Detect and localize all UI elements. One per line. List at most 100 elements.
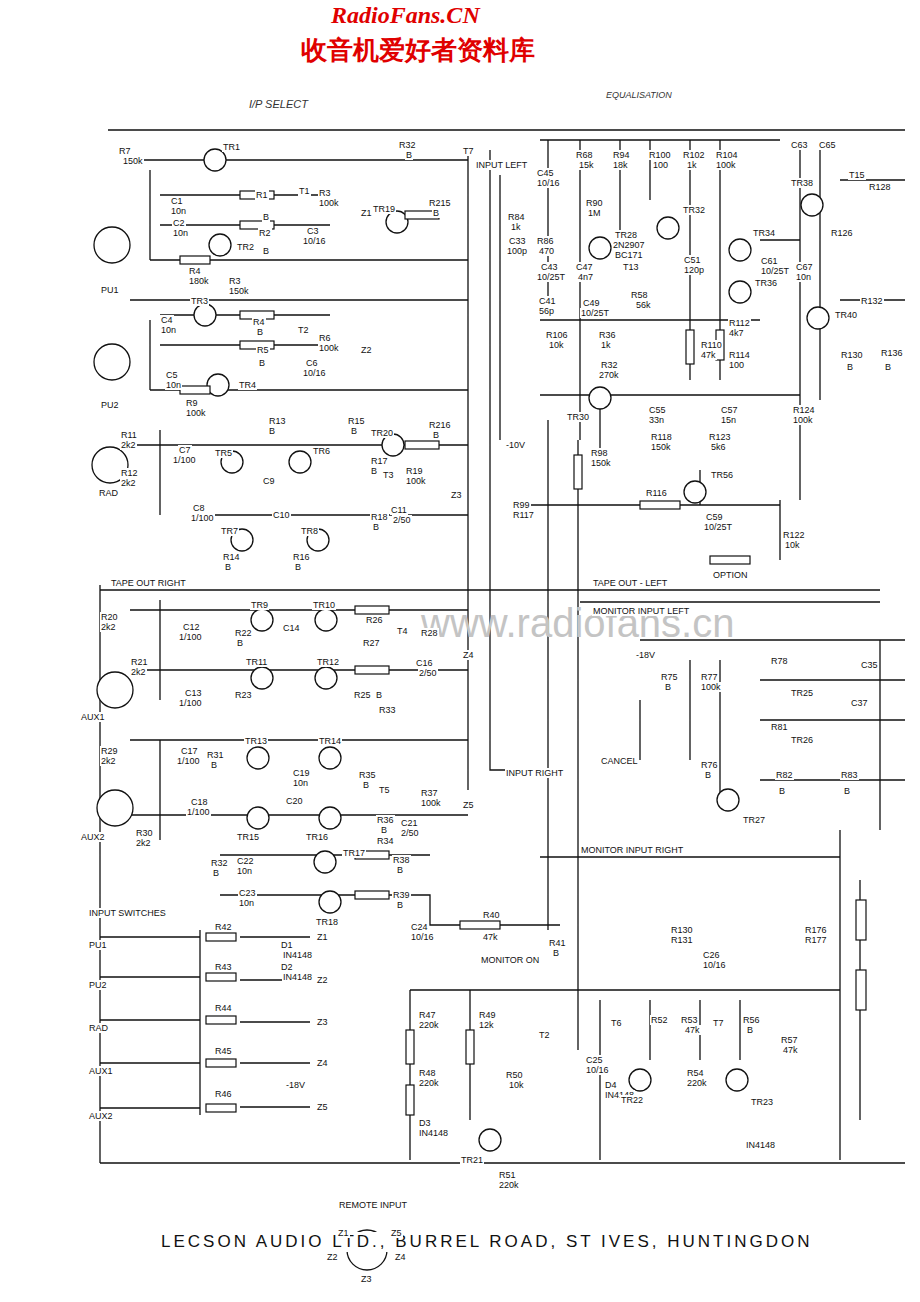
- component-label: B: [362, 780, 370, 790]
- component-label: B: [396, 900, 404, 910]
- maker-address: LECSON AUDIO LTD., BURREL ROAD, ST IVES,…: [160, 1232, 813, 1252]
- component-label: 10k: [548, 340, 565, 350]
- component-label: R53: [680, 1015, 699, 1025]
- component-label: C14: [282, 623, 301, 633]
- component-label: R13: [268, 416, 287, 426]
- component-label: T15: [848, 170, 866, 180]
- component-label: T1: [298, 186, 311, 196]
- component-label: R42: [214, 922, 233, 932]
- handwritten-note: EQUALISATION: [605, 90, 673, 100]
- component-label: C10: [272, 510, 291, 520]
- din-socket: [97, 672, 133, 708]
- component-label: B: [262, 246, 270, 256]
- component-label: 10/16: [702, 960, 727, 970]
- component-label: R36: [376, 815, 395, 825]
- component-label: R21: [130, 657, 149, 667]
- component-label: R215: [428, 198, 452, 208]
- component-label: C59: [705, 512, 724, 522]
- component-label: R177: [804, 935, 828, 945]
- component-label: R6: [318, 333, 332, 343]
- component-label: 33n: [648, 415, 665, 425]
- component-label: BC171: [614, 250, 644, 260]
- component-label: 1/100: [190, 513, 215, 523]
- component-label: R2: [258, 228, 272, 238]
- component-label: R116: [645, 488, 668, 498]
- component-label: B: [778, 786, 786, 796]
- component-label: R20: [100, 612, 119, 622]
- component-label: R45: [214, 1046, 233, 1056]
- component-label: 100: [652, 160, 669, 170]
- resistor-symbol: [206, 1104, 236, 1112]
- component-label: 10n: [236, 866, 253, 876]
- component-label: R35: [358, 770, 377, 780]
- component-label: 100k: [185, 408, 207, 418]
- component-label: R106: [545, 330, 569, 340]
- component-label: C45: [536, 168, 555, 178]
- component-label: R136: [880, 348, 904, 358]
- component-label: R1: [255, 190, 269, 200]
- component-label: TR32: [682, 205, 706, 215]
- component-label: R76: [700, 760, 719, 770]
- resistor-symbol: [856, 900, 866, 940]
- component-label: TR56: [710, 470, 734, 480]
- component-label: R75: [660, 672, 679, 682]
- resistor-symbol: [466, 1030, 474, 1064]
- component-label: C51: [683, 255, 702, 265]
- component-label: C18: [190, 797, 209, 807]
- component-label: 470: [538, 246, 555, 256]
- component-label: 2/50: [400, 828, 420, 838]
- component-label: C35: [860, 660, 879, 670]
- component-label: INPUT SWITCHES: [88, 908, 167, 918]
- component-label: B: [236, 638, 244, 648]
- component-label: 4k7: [728, 328, 745, 338]
- component-label: R102: [682, 150, 706, 160]
- component-label: R4: [252, 317, 266, 327]
- component-label: R47: [418, 1010, 437, 1020]
- component-label: T6: [610, 1018, 623, 1028]
- component-label: R54: [686, 1068, 705, 1078]
- component-label: TAPE OUT RIGHT: [110, 578, 187, 588]
- component-label: TR8: [300, 526, 319, 536]
- handwritten-note: I/P SELECT: [248, 98, 309, 111]
- component-label: 10n: [292, 778, 309, 788]
- transistor-symbol: [589, 237, 611, 259]
- component-label: T7: [712, 1018, 725, 1028]
- component-label: R118: [650, 432, 673, 442]
- component-label: PU1: [100, 285, 120, 295]
- component-label: R29: [100, 746, 119, 756]
- component-label: R68: [575, 150, 594, 160]
- component-label: TR9: [250, 600, 269, 610]
- transistor-symbol: [319, 747, 341, 769]
- component-label: B: [258, 358, 266, 368]
- component-label: C20: [285, 796, 304, 806]
- component-label: 10n: [170, 206, 187, 216]
- transistor-symbols: [194, 149, 829, 1151]
- component-label: 56p: [538, 306, 555, 316]
- din-socket: [97, 790, 133, 826]
- component-label: 10/16: [302, 368, 327, 378]
- component-label: 56k: [635, 300, 652, 310]
- component-label: IN4148: [418, 1128, 449, 1138]
- component-label: TR13: [244, 736, 268, 746]
- component-label: R40: [482, 910, 501, 920]
- component-label: -18V: [635, 650, 656, 660]
- component-label: 18k: [612, 160, 629, 170]
- component-label: 10/16: [536, 178, 561, 188]
- transistor-symbol: [717, 789, 739, 811]
- resistor-symbol: [406, 1030, 414, 1064]
- component-label: IN4148: [282, 950, 313, 960]
- component-label: 2/50: [418, 668, 438, 678]
- component-label: TR3: [190, 296, 209, 306]
- component-label: 10/16: [410, 932, 435, 942]
- component-label: C24: [410, 922, 429, 932]
- component-label: R32: [600, 360, 619, 370]
- component-label: R100: [648, 150, 672, 160]
- transistor-symbol: [629, 1069, 651, 1091]
- component-label: C41: [538, 296, 557, 306]
- component-label: R4: [188, 266, 202, 276]
- component-label: C12: [182, 622, 201, 632]
- component-label: R176: [804, 925, 828, 935]
- component-label: INPUT RIGHT: [505, 768, 564, 778]
- resistor-symbol: [406, 1085, 414, 1115]
